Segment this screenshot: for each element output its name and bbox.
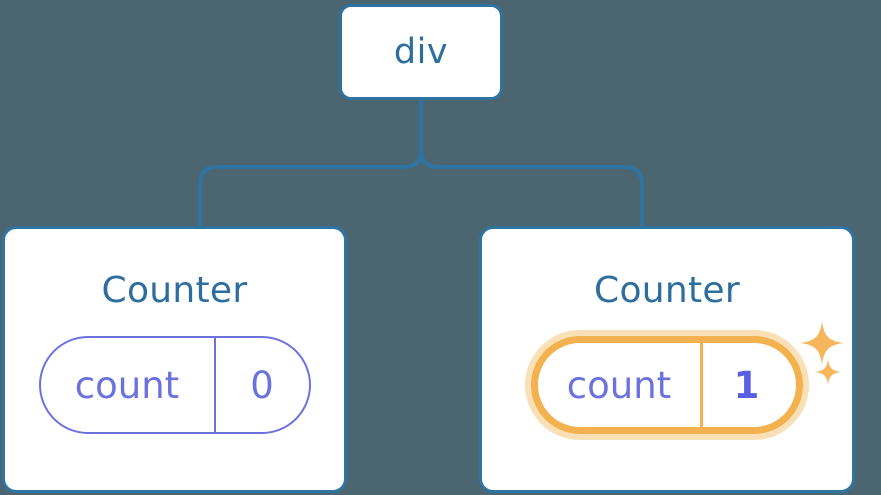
state-key-right: count [538, 343, 703, 427]
state-key-left: count [41, 338, 216, 432]
node-counter-left[interactable]: Counter count 0 [2, 226, 347, 493]
connector-stem-right [419, 98, 440, 169]
node-counter-right-title: Counter [594, 270, 740, 311]
state-pill-right-wrap: count 1 [531, 336, 803, 434]
state-value-left: 0 [250, 363, 274, 407]
node-div[interactable]: div [339, 4, 503, 100]
state-pill-left[interactable]: count 0 [38, 336, 311, 434]
node-counter-left-title: Counter [101, 270, 248, 311]
node-div-label: div [393, 31, 449, 72]
state-value-right: 1 [733, 363, 760, 407]
node-counter-right[interactable]: Counter count 1 [479, 226, 855, 493]
connector-branch-right [436, 165, 644, 228]
connector-stem-left [402, 148, 423, 169]
connector-branch-left [198, 165, 406, 228]
state-pill-right[interactable]: count 1 [531, 336, 803, 434]
state-pill-left-wrap: count 0 [38, 336, 311, 434]
